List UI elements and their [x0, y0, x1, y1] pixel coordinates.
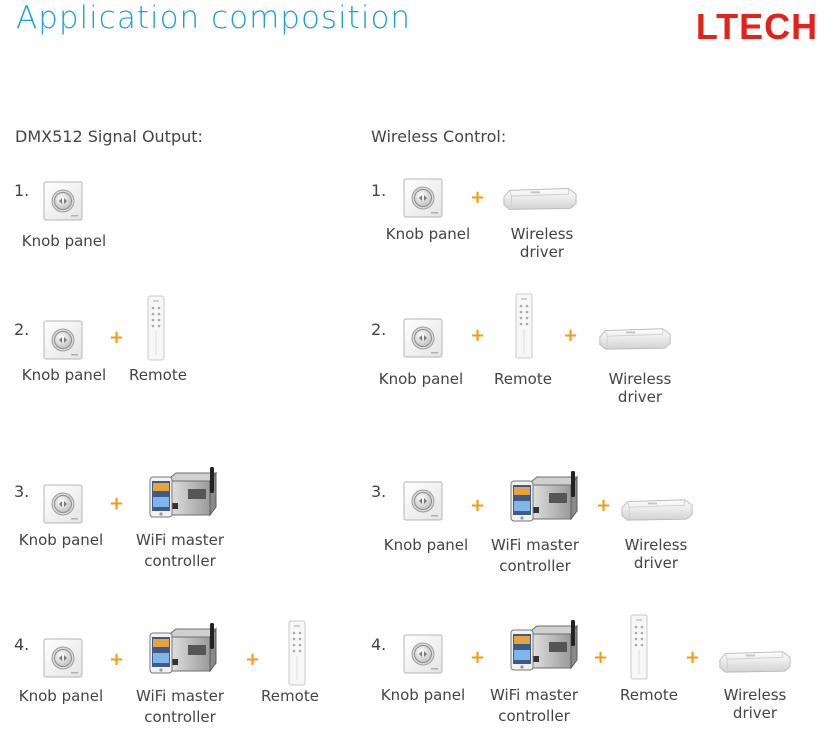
- device-label-line1: Wireless: [624, 536, 688, 554]
- device-label-line2: controller: [498, 707, 570, 725]
- plus-sign: +: [109, 649, 125, 670]
- device-label-line1: Wireless: [608, 370, 672, 388]
- device-label: Remote: [494, 370, 552, 388]
- device-label: Knob panel: [378, 370, 464, 388]
- wireless-driver-icon: [598, 324, 672, 352]
- device-label-line1: WiFi master: [135, 687, 225, 705]
- device-label-line2: driver: [519, 243, 565, 261]
- device-label-line1: WiFi master: [490, 536, 580, 554]
- wifi-controller-icon: [509, 620, 579, 672]
- device-label: Knob panel: [383, 536, 469, 554]
- wireless-driver-icon: [718, 647, 792, 675]
- device-label: Remote: [129, 366, 187, 384]
- logo-text: LTECH: [696, 9, 818, 43]
- device-label-line1: Wireless: [510, 225, 574, 243]
- row-number: 3.: [371, 482, 387, 501]
- wifi-controller-icon: [148, 623, 218, 675]
- wireless-driver-icon: [620, 495, 694, 523]
- plus-sign: +: [593, 647, 609, 668]
- knob-panel-icon: [403, 178, 443, 218]
- knob-panel-icon: [403, 318, 443, 358]
- device-label-line1: WiFi master: [135, 531, 225, 549]
- device-label-line2: driver: [633, 554, 679, 572]
- plus-sign: +: [470, 325, 486, 346]
- wireless-driver-icon: [502, 184, 578, 212]
- device-label: Knob panel: [21, 232, 107, 250]
- plus-sign: +: [470, 647, 486, 668]
- plus-sign: +: [470, 187, 486, 208]
- knob-panel-icon: [403, 481, 443, 521]
- device-label-line1: Wireless: [723, 686, 787, 704]
- wifi-controller-icon: [148, 467, 218, 519]
- knob-panel-icon: [43, 320, 83, 360]
- knob-panel-icon: [403, 634, 443, 674]
- device-label: Remote: [261, 687, 319, 705]
- row-number: 4.: [14, 635, 30, 654]
- plus-sign: +: [109, 493, 125, 514]
- device-label-line2: driver: [617, 388, 663, 406]
- ltech-logo: LTECH: [688, 6, 826, 47]
- page-title: Application composition: [16, 0, 412, 36]
- remote-icon: [286, 620, 308, 686]
- device-label: Knob panel: [380, 686, 466, 704]
- device-label-line2: controller: [144, 552, 216, 570]
- knob-panel-icon: [43, 638, 83, 678]
- row-number: 1.: [14, 181, 30, 200]
- plus-sign: +: [685, 647, 701, 668]
- plus-sign: +: [563, 325, 579, 346]
- row-number: 2.: [14, 320, 30, 339]
- row-number: 1.: [371, 181, 387, 200]
- device-label: Knob panel: [385, 225, 471, 243]
- wifi-controller-icon: [509, 471, 579, 523]
- device-label: Remote: [620, 686, 678, 704]
- device-label-line1: WiFi master: [489, 686, 579, 704]
- knob-panel-icon: [43, 484, 83, 524]
- remote-icon: [145, 295, 167, 361]
- device-label-line2: controller: [499, 557, 571, 575]
- knob-panel-icon: [43, 181, 83, 221]
- device-label-line2: driver: [732, 704, 778, 722]
- device-label-line2: controller: [144, 708, 216, 726]
- plus-sign: +: [245, 649, 261, 670]
- row-number: 2.: [371, 320, 387, 339]
- device-label: Knob panel: [18, 687, 104, 705]
- plus-sign: +: [596, 495, 612, 516]
- remote-icon: [628, 614, 650, 680]
- plus-sign: +: [470, 495, 486, 516]
- row-number: 4.: [371, 635, 387, 654]
- section-heading-wireless: Wireless Control:: [371, 127, 507, 146]
- plus-sign: +: [109, 327, 125, 348]
- section-heading-dmx512: DMX512 Signal Output:: [15, 127, 203, 146]
- row-number: 3.: [14, 482, 30, 501]
- device-label: Knob panel: [18, 531, 104, 549]
- remote-icon: [513, 293, 535, 359]
- device-label: Knob panel: [21, 366, 107, 384]
